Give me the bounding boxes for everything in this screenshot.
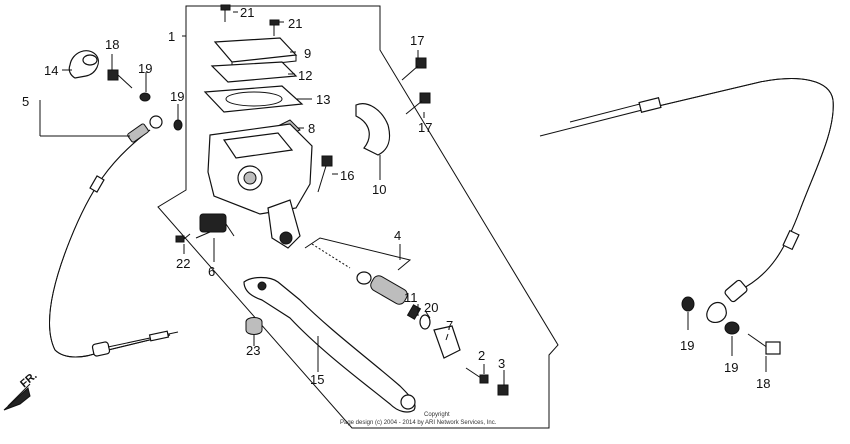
callout-19-c: 19 [680, 338, 694, 353]
bolt-17-b [405, 92, 431, 115]
callout-14: 14 [44, 63, 58, 78]
callout-23: 23 [246, 343, 260, 358]
callout-18-b: 18 [756, 376, 770, 391]
callout-17-b: 17 [418, 120, 432, 135]
callout-18-a: 18 [105, 37, 119, 52]
callout-3: 3 [498, 356, 505, 371]
callout-1: 1 [168, 29, 175, 44]
clutch-lever-15 [243, 276, 416, 413]
diaphragm-13 [203, 85, 304, 113]
callout-21-a: 21 [240, 5, 254, 20]
callout-19-d: 19 [724, 360, 738, 375]
washer-19-c [681, 296, 695, 312]
bolt-16 [317, 155, 333, 193]
bolt-18-right [747, 333, 781, 355]
screw-21-b [269, 19, 280, 36]
bolt-18-left [107, 69, 133, 89]
washer-19-d [724, 321, 740, 335]
callout-4: 4 [394, 228, 401, 243]
switch-6 [199, 213, 235, 237]
copyright-line-2: Page design (c) 2004 - 2014 by ARI Netwo… [340, 420, 497, 426]
callout-19-a: 19 [138, 61, 152, 76]
callout-19-b: 19 [170, 89, 184, 104]
callout-5: 5 [22, 94, 29, 109]
callout-15: 15 [310, 372, 324, 387]
screw-21-a [220, 4, 231, 22]
callout-9: 9 [304, 46, 311, 61]
washer-19-a [139, 92, 151, 102]
callout-8: 8 [308, 121, 315, 136]
cable-assembly-right [539, 78, 834, 323]
master-cylinder-body [207, 123, 313, 249]
pivot-bolt-2 [465, 367, 489, 384]
plate-12 [210, 61, 298, 83]
callout-22: 22 [176, 256, 190, 271]
callout-12: 12 [298, 68, 312, 83]
washer-19-b [173, 119, 183, 131]
leader-lines [39, 11, 767, 386]
cable-assembly-left [49, 115, 179, 358]
holder-10 [355, 103, 391, 156]
bracket-4 [304, 237, 412, 271]
boot-7 [433, 325, 461, 359]
callout-13: 13 [316, 92, 330, 107]
assembly-outline [157, 5, 559, 429]
callout-11: 11 [404, 290, 418, 305]
callout-6: 6 [208, 264, 215, 279]
nut-3 [497, 384, 509, 396]
piston-set-4 [311, 243, 431, 330]
washer-23 [245, 317, 263, 335]
clamp-part [68, 50, 99, 79]
screw-22 [175, 233, 191, 243]
callout-20: 20 [424, 300, 438, 315]
bolt-17-a [401, 57, 427, 81]
callout-2: 2 [478, 348, 485, 363]
callout-10: 10 [372, 182, 386, 197]
callout-7: 7 [446, 318, 453, 333]
callout-17-a: 17 [410, 33, 424, 48]
callout-21-b: 21 [288, 16, 302, 31]
callout-16: 16 [340, 168, 354, 183]
front-direction-arrow [3, 383, 31, 411]
reservoir-cap-9 [213, 37, 298, 63]
direction-label: FR. [18, 370, 39, 391]
copyright-line-1: Copyright [424, 412, 450, 418]
